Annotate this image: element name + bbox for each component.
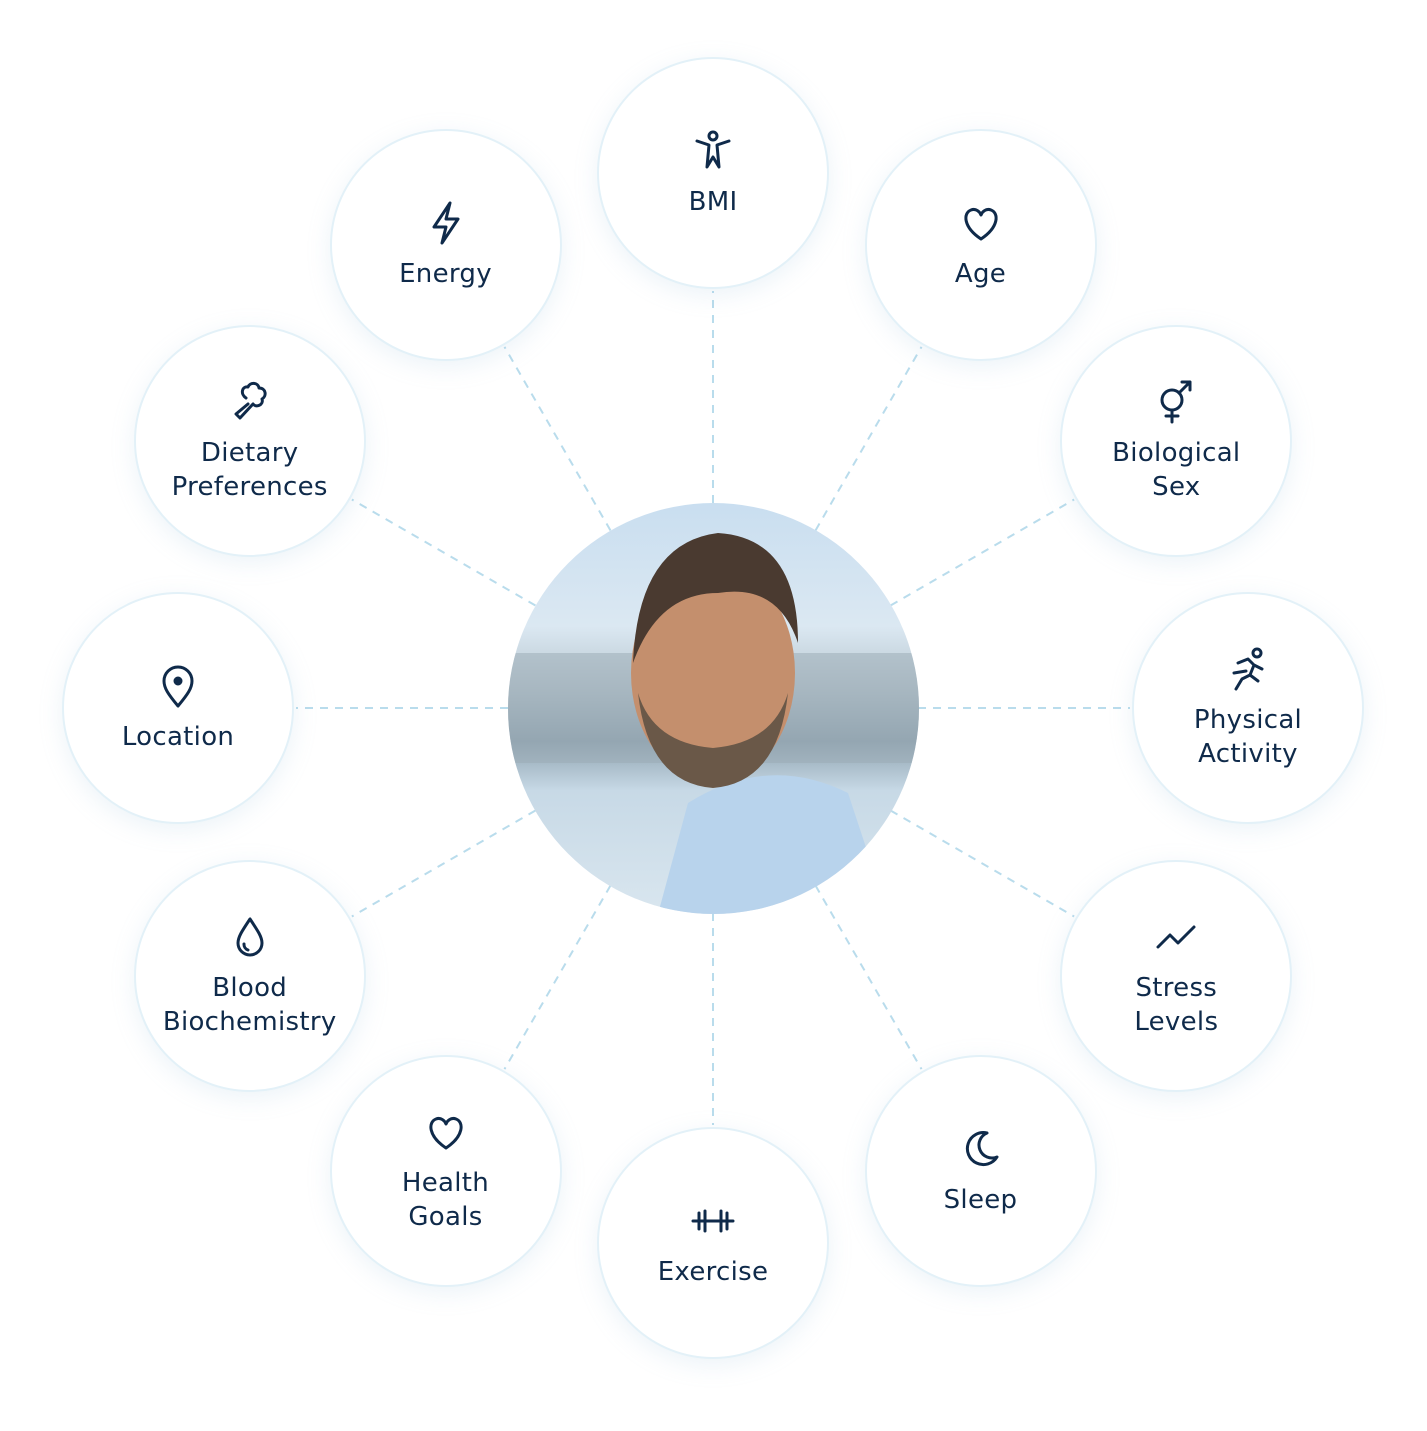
factor-label: Sleep [944,1183,1018,1217]
label-line: Health [401,1168,490,1199]
connector-line-age [814,346,923,531]
factor-location: Location [62,592,294,824]
trend-icon [1156,925,1196,948]
pin-icon [162,665,194,708]
lightning-icon [432,201,459,245]
factor-age: Age [864,128,1097,361]
connector-line-dietary-preferences [351,498,536,607]
heart-icon [963,207,998,241]
factor-label: Exercise [658,1255,769,1289]
connector-line-energy [503,346,612,531]
gender-icon [1160,380,1192,423]
label-line: Biochemistry [162,1006,337,1037]
portrait-illustration [508,533,919,914]
label-line: Location [121,722,235,752]
label-line: Sleep [943,1185,1018,1216]
profile-photo [508,503,919,914]
factor-label: Energy [399,257,492,291]
connector-line-sleep [814,885,923,1070]
label-line: BMI [688,187,738,217]
connector-line-biological-sex [890,498,1075,607]
broccoli-icon [234,381,267,419]
dumbbell-icon [691,1209,735,1233]
factor-exercise: Exercise [597,1127,829,1359]
label-line: Preferences [171,471,328,502]
factor-energy: Energy [329,128,562,361]
label-line: Activity [1198,739,1298,769]
label-line: Physical [1193,705,1303,735]
connector-line-blood-biochemistry [351,809,536,918]
label-line: Stress [1135,972,1218,1003]
moon-icon [965,1131,998,1167]
connector-line-stress-levels [890,809,1075,918]
factor-bmi: BMI [597,57,829,289]
label-line: Levels [1134,1006,1219,1037]
body-icon [695,130,731,169]
label-line: Energy [399,258,492,289]
factor-sleep: Sleep [864,1055,1097,1288]
label-line: Biological [1112,437,1241,468]
label-line: Age [954,258,1007,289]
label-line: Sex [1152,471,1201,502]
label-line: Exercise [657,1257,769,1287]
label-line: Goals [408,1202,483,1233]
heart-icon [428,1117,463,1150]
running-icon [1232,647,1264,691]
label-line: Blood [212,972,288,1003]
factor-label: Age [955,257,1006,291]
factor-label: Location [122,720,234,754]
label-line: Dietary [200,437,299,468]
connector-line-health-goals [503,885,612,1070]
drop-icon [236,917,264,956]
factor-label: BMI [689,185,738,219]
